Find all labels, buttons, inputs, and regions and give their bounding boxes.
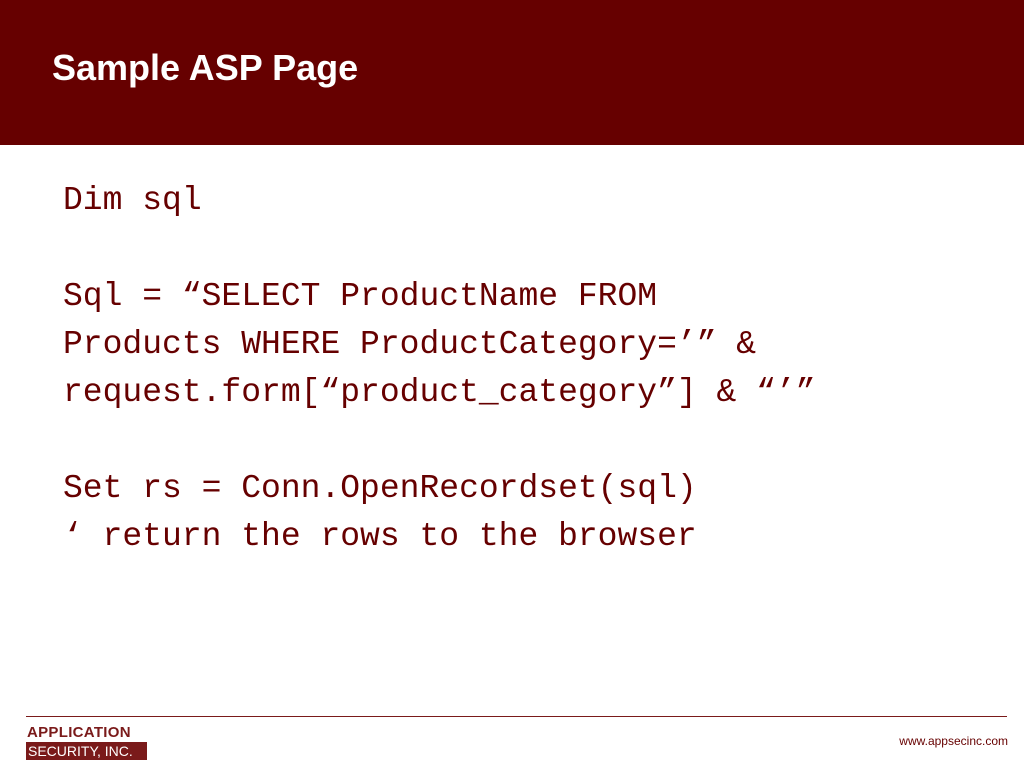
code-line: Set rs = Conn.OpenRecordset(sql) <box>63 470 697 507</box>
header-band: Sample ASP Page <box>0 0 1024 145</box>
code-line: Sql = “SELECT ProductName FROM <box>63 278 658 315</box>
code-line: request.form[“product_category”] & “’” <box>63 374 816 411</box>
slide-title: Sample ASP Page <box>52 47 359 88</box>
logo-line1: APPLICATION <box>27 724 131 741</box>
footer-url: www.appsecinc.com <box>899 734 1008 748</box>
code-line-blank <box>63 417 1003 465</box>
code-line: Products WHERE ProductCategory=’” & <box>63 326 757 363</box>
logo-line2: SECURITY, INC. <box>26 742 147 760</box>
code-line: Dim sql <box>63 182 202 219</box>
footer-divider <box>26 716 1007 717</box>
code-line: ‘ return the rows to the browser <box>63 518 697 555</box>
code-line-blank <box>63 225 1003 273</box>
company-logo: APPLICATION SECURITY, INC. <box>26 724 147 760</box>
code-block: Dim sql Sql = “SELECT ProductName FROM P… <box>63 177 1003 561</box>
